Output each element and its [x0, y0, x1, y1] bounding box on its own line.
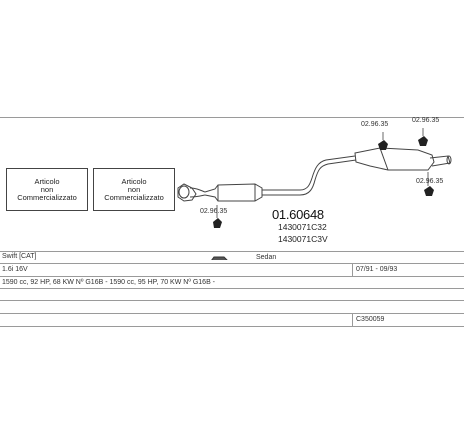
rear-muffler [354, 147, 452, 171]
clamp-rear-left-part [378, 132, 388, 150]
grid-line [0, 326, 464, 327]
clamp-rear-right-part [418, 128, 428, 146]
note-line-2: non [40, 185, 54, 194]
model-name: Swift [CAT] [2, 253, 37, 260]
grid-divider [352, 313, 353, 326]
code-clamp-rear-bottom: 02.96.35 [416, 178, 444, 185]
grid-line [0, 300, 464, 301]
note-line-2: non [127, 185, 141, 194]
code-clamp-front: 02.96.35 [200, 208, 228, 215]
clamp-front-part [213, 205, 222, 228]
alt-code-2: 1430071C3V [278, 234, 328, 244]
front-flange [177, 183, 206, 202]
code-clamp-rear-left: 02.96.35 [361, 121, 389, 128]
grid-line [0, 276, 464, 277]
mid-pipe [262, 155, 357, 196]
code-clamp-rear-right: 02.96.35 [412, 117, 440, 124]
engine-specs: 1590 cc, 92 HP, 68 KW Nº G16B - 1590 cc,… [2, 279, 216, 286]
main-part-number: 01.60648 [272, 207, 324, 222]
note-line-3: Commercializzato [17, 193, 77, 202]
not-sold-note-1: Articolo non Commercializzato [6, 168, 88, 211]
grid-line [0, 251, 464, 252]
note-line-3: Commercializzato [104, 193, 164, 202]
top-border [0, 117, 464, 118]
note-line-1: Articolo [34, 177, 60, 186]
centre-muffler [204, 183, 263, 202]
grid-line [0, 263, 464, 264]
note-line-1: Articolo [121, 177, 147, 186]
car-icon [211, 256, 228, 260]
alt-code-1: 1430071C32 [278, 222, 327, 232]
clamp-rear-bottom-part [424, 172, 434, 196]
grid-line [0, 288, 464, 289]
grid-line [0, 313, 464, 314]
engine: 1.6i 16V [2, 266, 28, 273]
not-sold-note-2: Articolo non Commercializzato [93, 168, 175, 211]
body-type: Sedan [256, 254, 277, 261]
production-dates: 07/91 - 09/93 [356, 266, 398, 273]
exhaust-diagram [177, 128, 452, 260]
catalog-code: C350059 [356, 316, 385, 323]
grid-divider [352, 263, 353, 276]
